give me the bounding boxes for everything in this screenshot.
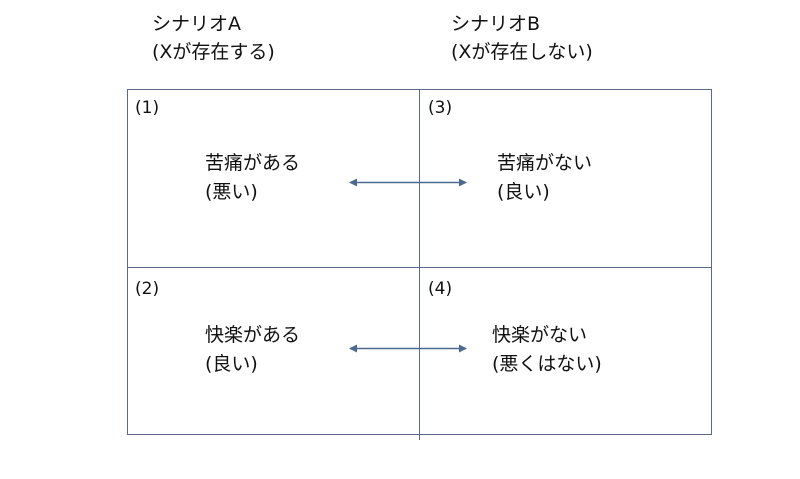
scenario-b-title: シナリオB xyxy=(451,13,541,35)
cell-4-line1: 快楽がない xyxy=(492,324,588,346)
scenario-a-title: シナリオA xyxy=(152,13,241,35)
cell-3-number: (3) xyxy=(428,98,453,118)
scenario-a-header: シナリオA (Xが存在する) xyxy=(152,10,275,66)
cell-1-line2: (悪い) xyxy=(205,181,258,203)
cell-2-line2: (良い) xyxy=(205,353,258,375)
cell-4-text: 快楽がない (悪くはない) xyxy=(492,321,602,379)
cell-2-text: 快楽がある (良い) xyxy=(205,321,300,379)
cell-2-line1: 快楽がある xyxy=(205,324,301,346)
scenario-b-subtitle: (Xが存在しない) xyxy=(451,41,593,63)
cell-1-line1: 苦痛がある xyxy=(205,152,301,174)
cell-3-text: 苦痛がない (良い) xyxy=(497,149,592,207)
cell-3-line1: 苦痛がない xyxy=(497,152,593,174)
scenario-b-header: シナリオB (Xが存在しない) xyxy=(451,10,593,66)
cell-4-line2: (悪くはない) xyxy=(492,353,602,375)
scenario-a-subtitle: (Xが存在する) xyxy=(152,41,275,63)
cell-2-number: (2) xyxy=(135,279,160,299)
cell-1-text: 苦痛がある (悪い) xyxy=(205,149,300,207)
cell-4-number: (4) xyxy=(428,279,453,299)
cell-3-line2: (良い) xyxy=(497,181,550,203)
cell-1-number: (1) xyxy=(135,98,160,118)
